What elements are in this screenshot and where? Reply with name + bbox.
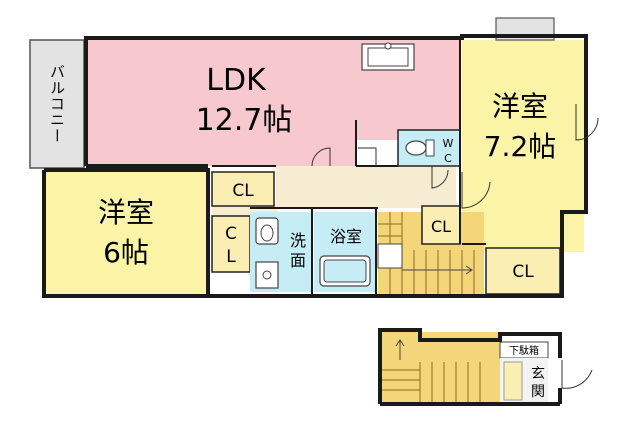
- stair-arrow-head: [465, 265, 473, 275]
- entrance-step: [503, 361, 523, 401]
- sink-drain-icon: [384, 42, 392, 50]
- bathtub-inner-icon: [323, 259, 367, 283]
- western-room-6-name: 洋室: [98, 196, 154, 229]
- closet-b-label-l: L: [226, 247, 236, 267]
- hallway: [276, 166, 456, 208]
- western-room-6-size: 6帖: [103, 236, 149, 269]
- washing-machine-drum-icon: [262, 270, 272, 280]
- closet-d: [485, 247, 561, 295]
- western-room-7-name: 洋室: [492, 90, 548, 123]
- western-room-7-size: 7.2帖: [484, 130, 557, 163]
- ldk-size: 12.7帖: [196, 103, 293, 138]
- washroom-label-1: 洗: [290, 231, 306, 250]
- walls-upper: [42, 34, 588, 298]
- closet-c-label: CL: [431, 217, 451, 236]
- bathroom-label: 浴室: [330, 227, 362, 246]
- shoe-box-label: 下駄箱: [509, 344, 539, 357]
- entrance-label-1: 玄: [531, 365, 545, 382]
- western-room-6: [44, 172, 208, 294]
- entrance-label-2: 関: [531, 384, 545, 400]
- closet-d-label: CL: [512, 262, 534, 282]
- walls-inner: [212, 38, 486, 294]
- balcony: [29, 39, 85, 169]
- closet-a: [211, 171, 275, 207]
- ldk-room: [86, 40, 356, 166]
- walls-lower: [378, 328, 562, 406]
- ldk-name: LDK: [206, 63, 267, 98]
- wc-label-w: W: [443, 137, 454, 150]
- toilet-tank-icon: [425, 139, 435, 157]
- balcony-label: バルコニー: [48, 64, 66, 144]
- entrance-door-swing: [561, 360, 593, 389]
- stair-lower-arrow-head: [395, 339, 405, 347]
- washroom-label-2: 面: [290, 251, 306, 270]
- stair-landing: [377, 243, 403, 269]
- wc-label-c: C: [444, 152, 452, 165]
- closet-b-label-c: C: [225, 224, 237, 244]
- closet-a-label: CL: [232, 181, 254, 201]
- stair-lines-lower: [380, 362, 481, 404]
- door-swings: [311, 104, 599, 209]
- toilet-icon: [405, 140, 427, 156]
- washbasin-bowl-icon: [260, 224, 274, 242]
- kitchen-sink: [367, 47, 409, 67]
